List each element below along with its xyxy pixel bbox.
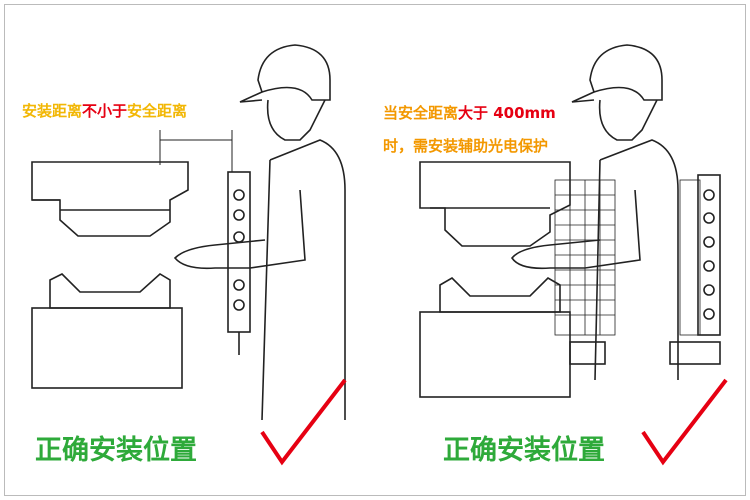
left-title: 正确安装位置 xyxy=(35,435,197,466)
right-upper-die xyxy=(419,161,571,247)
left-press-machine xyxy=(31,161,189,389)
checkmark-icon xyxy=(641,378,728,466)
left-worker-cap xyxy=(257,44,331,101)
caption-part-highlight: 不小于 xyxy=(82,102,128,120)
left-lower-die xyxy=(49,273,171,309)
right-title: 正确安装位置 xyxy=(443,435,605,466)
left-caption: 安装距离不小于安全距离 xyxy=(22,100,187,121)
right-sensor-bracket-right xyxy=(669,341,721,365)
right-worker xyxy=(511,44,679,381)
caption-part-highlight: 大于 400mm xyxy=(458,104,556,122)
right-guard-grid xyxy=(554,179,701,336)
right-light-curtain xyxy=(697,174,721,336)
right-caption-line1: 当安全距离大于 400mm xyxy=(383,102,556,123)
left-upper-die xyxy=(31,161,189,237)
border-frame xyxy=(4,4,746,496)
right-sensor-bracket-left xyxy=(569,341,606,365)
light-curtain-bar xyxy=(227,171,251,333)
caption-part: 安装距离 xyxy=(22,102,83,120)
right-press-base xyxy=(419,311,571,398)
right-caption-line2: 时，需安装辅助光电保护 xyxy=(383,137,549,155)
caption-part: 安全距离 xyxy=(127,102,188,120)
right-press-machine xyxy=(419,161,721,398)
checkmark-icon xyxy=(260,378,347,466)
left-light-curtain xyxy=(159,130,251,355)
right-lower-die xyxy=(439,276,561,313)
right-worker-cap xyxy=(589,44,663,101)
left-press-base xyxy=(31,307,183,389)
left-worker xyxy=(173,44,346,421)
left-upper-die-lines xyxy=(32,199,170,211)
caption-part: 当安全距离 xyxy=(383,104,459,122)
